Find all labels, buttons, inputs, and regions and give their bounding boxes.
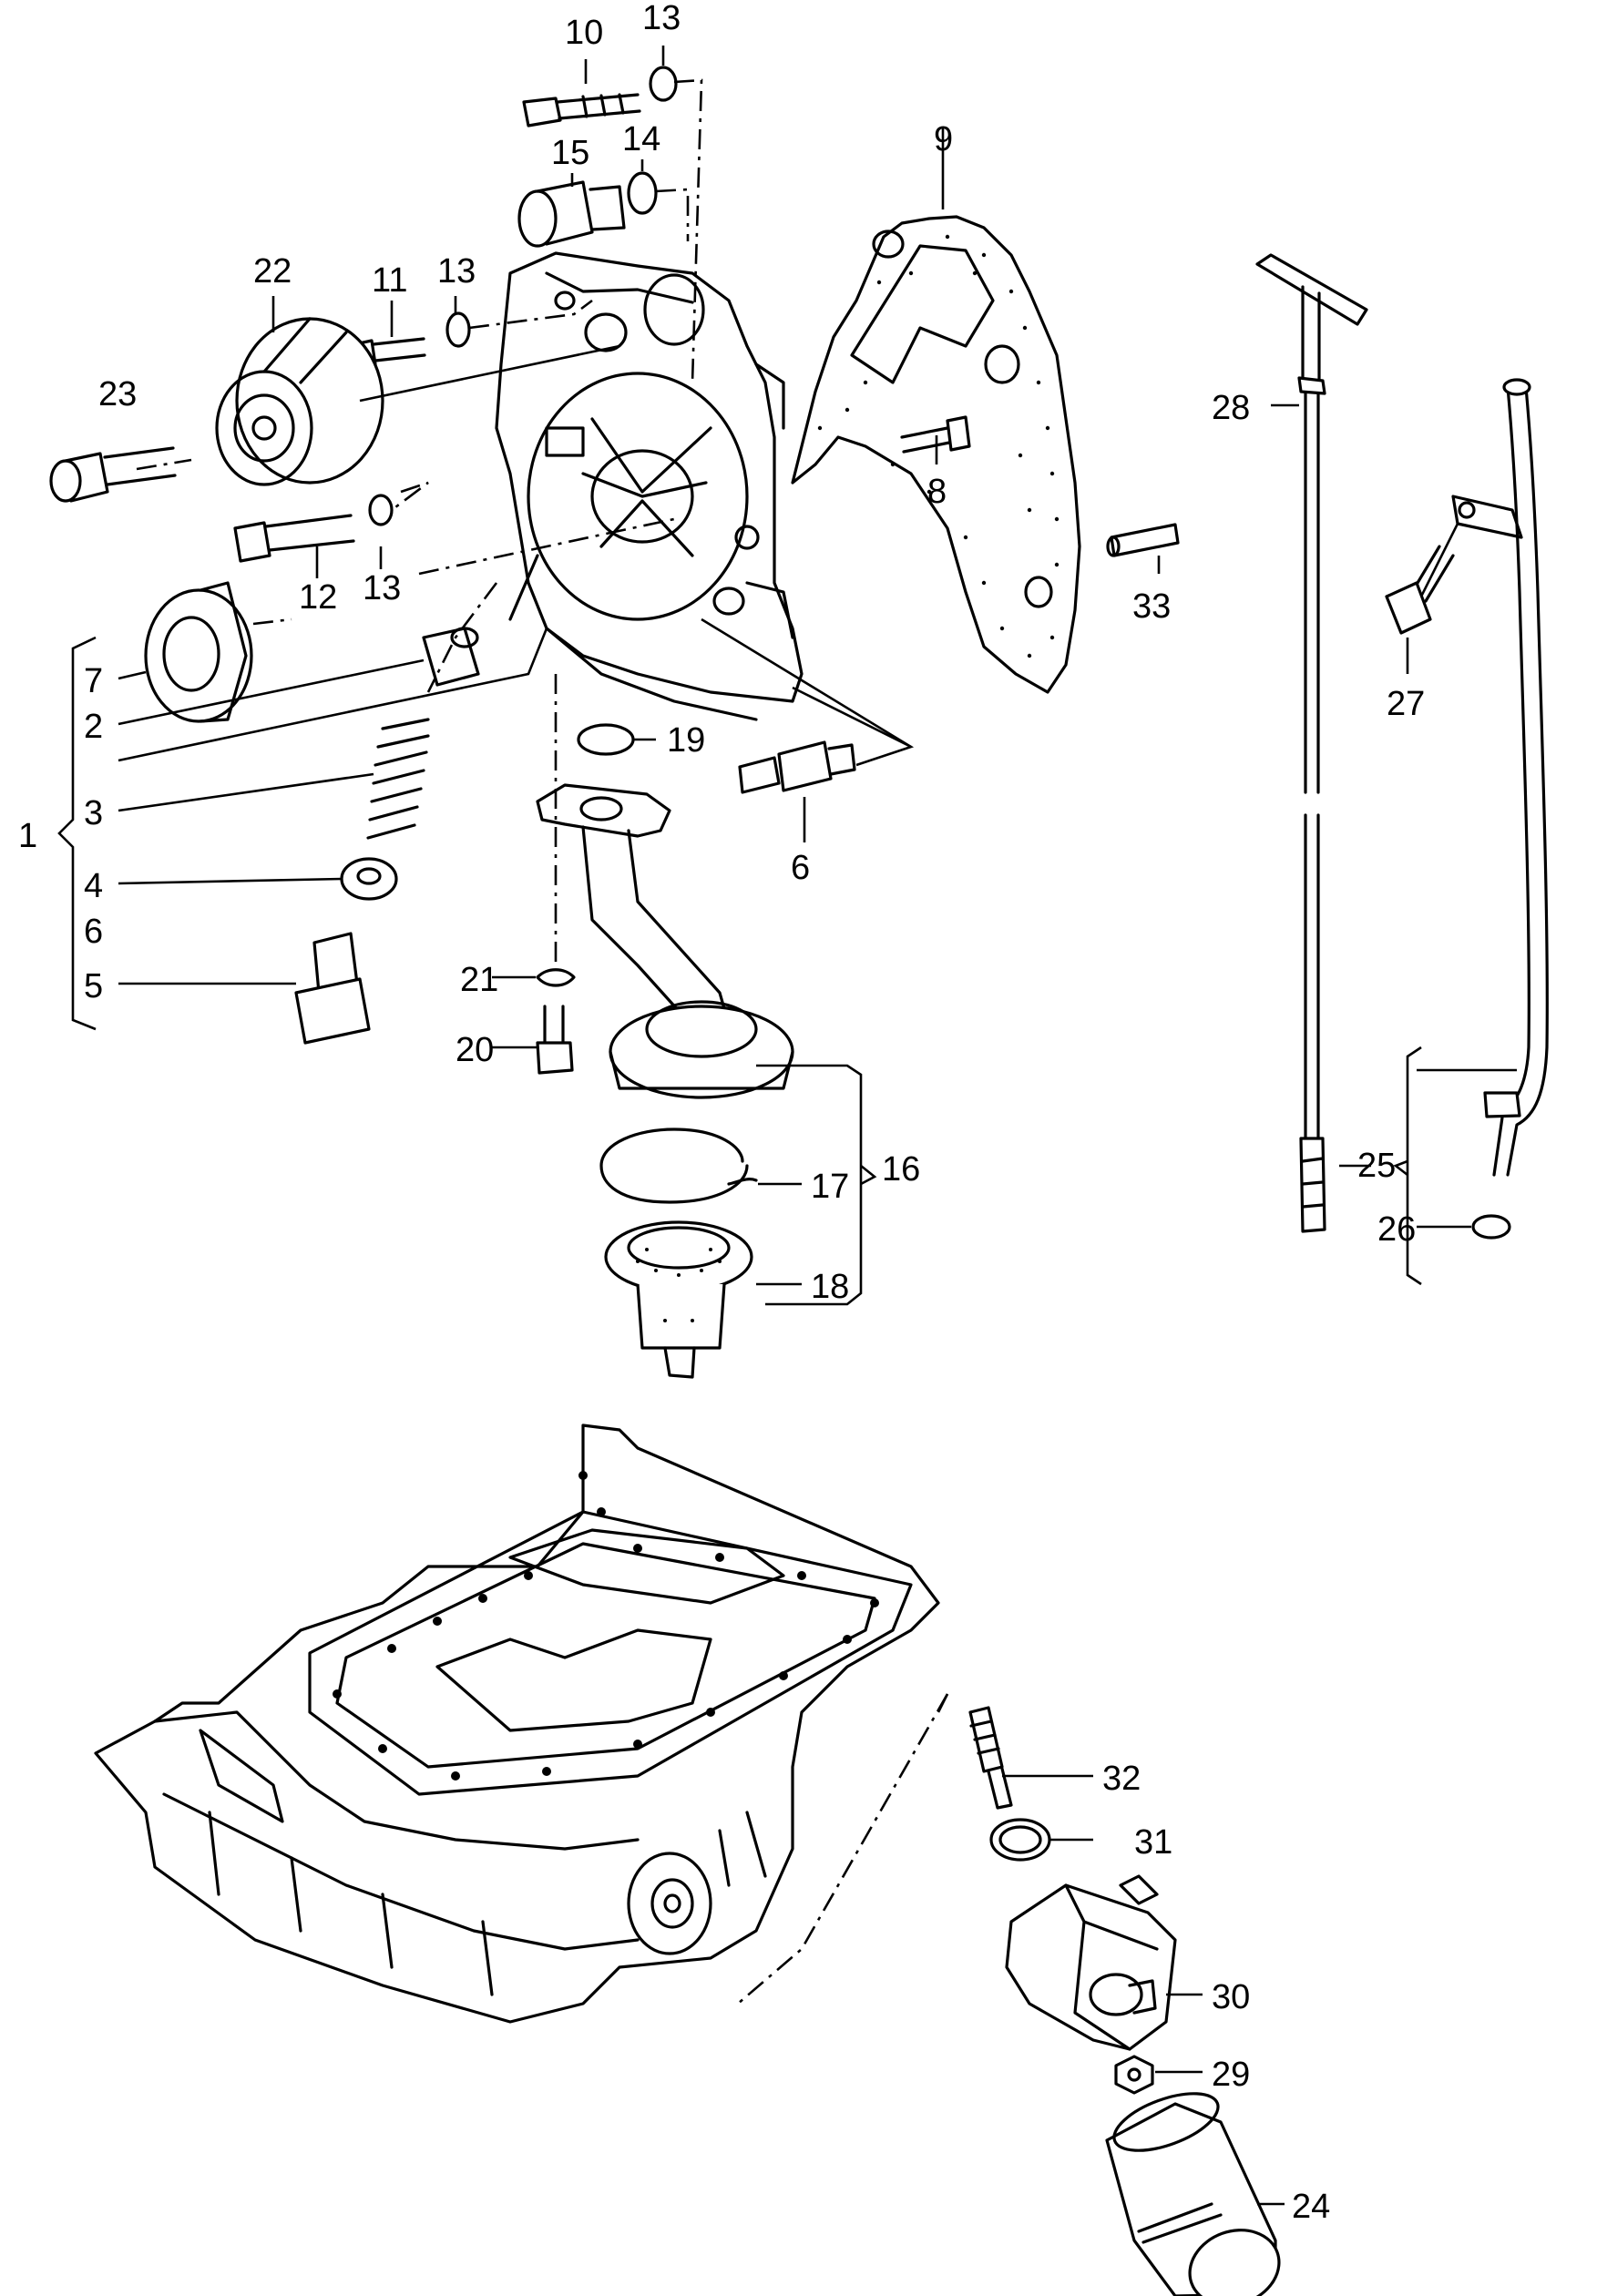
o-ring-19 — [577, 723, 635, 756]
dipstick-28 — [1255, 253, 1368, 1233]
callout-6-right: 6 — [791, 849, 810, 887]
washer-13-mid — [445, 311, 471, 348]
washer-4 — [340, 857, 398, 901]
callout-7: 7 — [84, 662, 103, 700]
oil-pan — [94, 1424, 940, 2024]
callout-13-low: 13 — [363, 569, 401, 607]
callout-27: 27 — [1387, 685, 1425, 723]
callout-13-mid: 13 — [437, 252, 476, 291]
callout-4: 4 — [84, 867, 103, 905]
callout-8: 8 — [927, 473, 947, 511]
pulley-22 — [215, 317, 384, 486]
callout-21: 21 — [460, 961, 498, 999]
callout-2: 2 — [84, 708, 103, 746]
callout-26: 26 — [1377, 1210, 1416, 1249]
circlip-17 — [599, 1128, 758, 1204]
callout-14: 14 — [622, 120, 660, 158]
seal-ring-31 — [989, 1818, 1051, 1862]
washer-13-low — [368, 494, 394, 526]
spring-3 — [366, 718, 430, 840]
callout-6-left: 6 — [84, 913, 103, 951]
callout-29: 29 — [1212, 2056, 1250, 2094]
bushing-15 — [517, 180, 626, 248]
washer-14 — [627, 171, 658, 215]
callout-23: 23 — [98, 375, 137, 413]
callout-19: 19 — [667, 721, 705, 760]
oil-pickup-tube-16 — [536, 783, 794, 1099]
callout-30: 30 — [1212, 1978, 1250, 2016]
oil-pump-housing — [495, 251, 804, 721]
callout-32: 32 — [1102, 1760, 1141, 1798]
bolt-23 — [49, 446, 177, 503]
clip-21 — [536, 968, 576, 987]
callout-28: 28 — [1212, 389, 1250, 427]
seal-7 — [144, 581, 253, 723]
callout-17: 17 — [811, 1168, 849, 1206]
dowel-33 — [1106, 523, 1180, 557]
nut-29 — [1114, 2055, 1154, 2095]
bolt-27 — [1385, 545, 1455, 635]
bracket-group-1 — [57, 636, 97, 1031]
bolt-20 — [536, 1005, 574, 1075]
dipstick-guide-tube-25 — [1451, 378, 1549, 1177]
callout-22: 22 — [253, 252, 292, 291]
o-ring-26 — [1471, 1214, 1511, 1240]
callout-18: 18 — [811, 1268, 849, 1306]
callout-24: 24 — [1292, 2188, 1330, 2226]
callout-9: 9 — [934, 120, 953, 158]
oil-pressure-switch-6 — [738, 740, 856, 794]
callout-33: 33 — [1132, 587, 1171, 626]
strainer-18 — [604, 1220, 753, 1379]
callout-10: 10 — [565, 14, 603, 52]
callout-25: 25 — [1357, 1147, 1396, 1185]
bolt-12 — [233, 514, 355, 563]
bolt-10 — [522, 93, 641, 128]
oil-filter-flange-30 — [1005, 1874, 1177, 2051]
sensor-32 — [968, 1706, 1013, 1810]
callout-16: 16 — [882, 1150, 920, 1189]
callout-20: 20 — [456, 1031, 494, 1069]
callout-5: 5 — [84, 967, 103, 1005]
callout-15: 15 — [551, 134, 589, 172]
leader-lines — [118, 46, 1517, 2206]
callout-12: 12 — [299, 578, 337, 617]
callout-31: 31 — [1134, 1823, 1172, 1862]
bolt-8 — [900, 415, 971, 454]
valve-piston-2 — [422, 627, 480, 687]
callout-13-top: 13 — [642, 0, 681, 37]
callout-11: 11 — [372, 261, 407, 300]
washer-13-top — [649, 66, 678, 102]
oil-filter-24 — [1105, 2092, 1281, 2296]
plug-5 — [294, 932, 371, 1045]
callout-3: 3 — [84, 794, 103, 832]
callout-1: 1 — [18, 817, 37, 855]
